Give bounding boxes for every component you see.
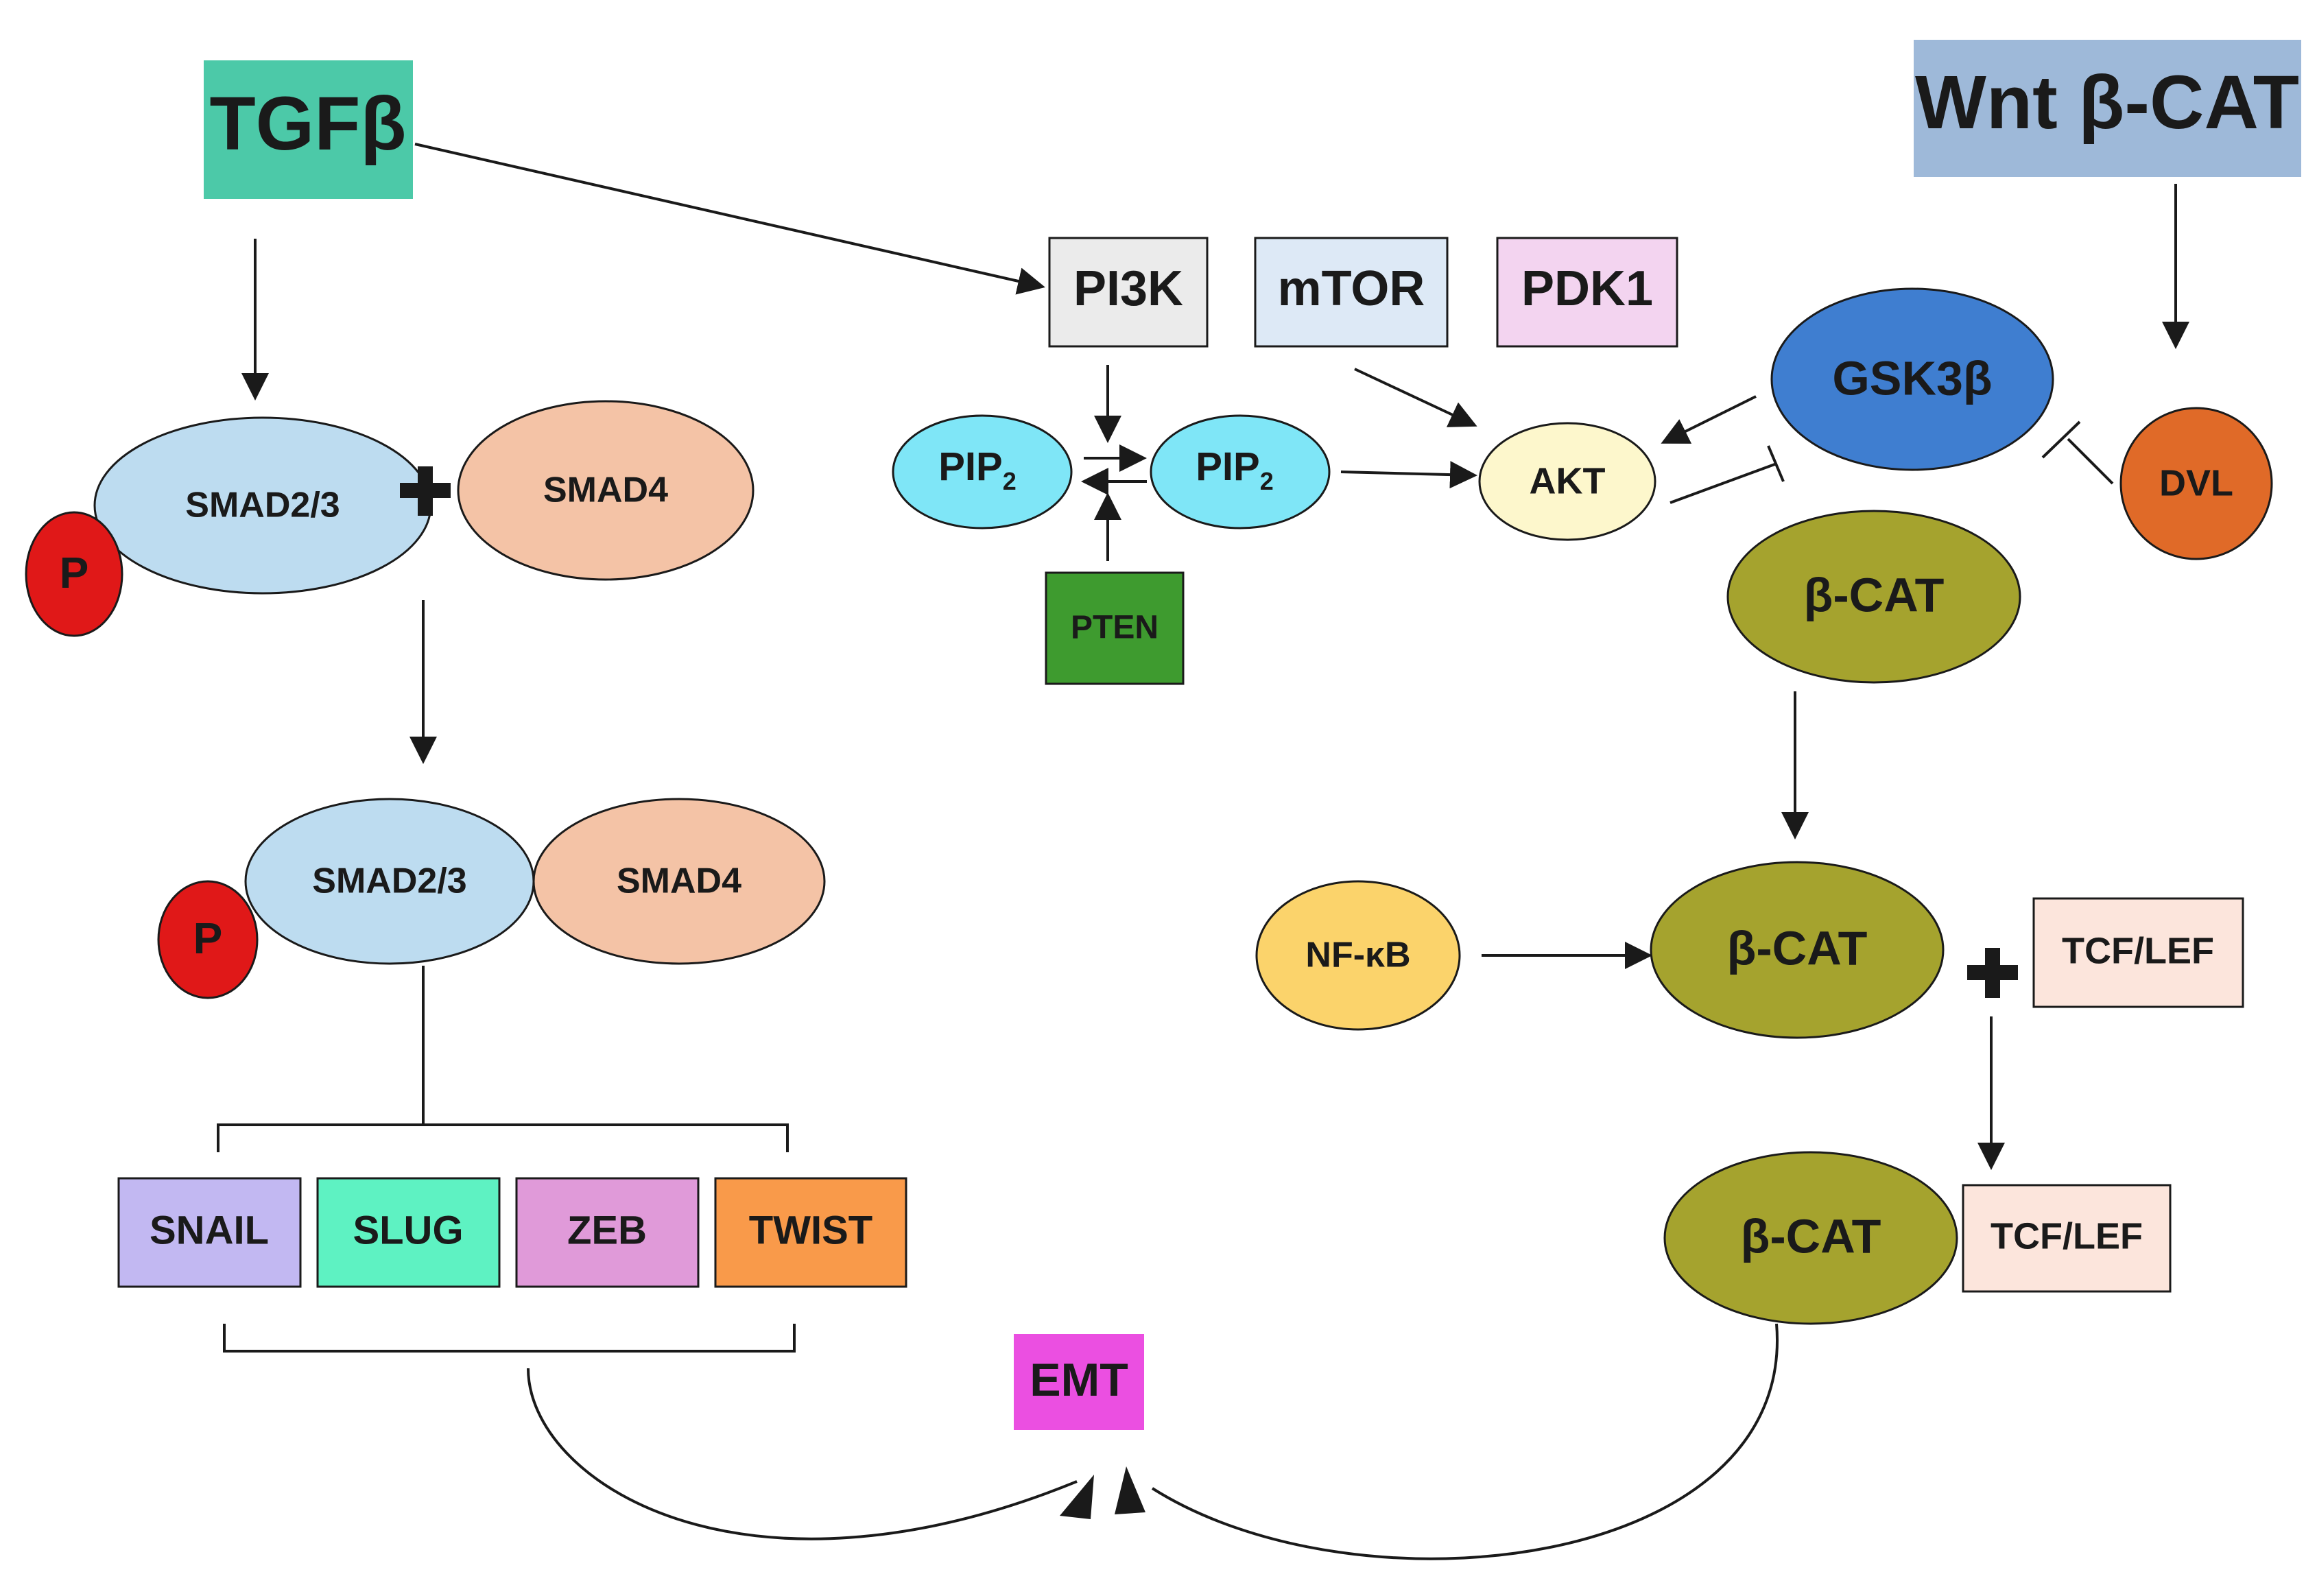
pip2-left-label: PIP (938, 444, 1003, 489)
dvl-node: DVL (2119, 407, 2273, 560)
smad4-top-label: SMAD4 (543, 471, 668, 510)
pi3k-node: PI3K (1048, 237, 1209, 348)
pi3k-label: PI3K (1073, 261, 1183, 316)
edge-transcription-factors-to-emt (527, 1368, 1078, 1540)
emt-node: EMT (1014, 1334, 1144, 1430)
snail-label: SNAIL (150, 1208, 269, 1252)
mtor-node: mTOR (1254, 237, 1449, 348)
twist-node: TWIST (714, 1177, 907, 1288)
svg-text:PIP2: PIP2 (1196, 444, 1274, 495)
bcat-middle-label: β-CAT (1727, 921, 1868, 975)
pip2-left-subscript: 2 (1003, 467, 1017, 495)
top-bracket (217, 1123, 789, 1152)
gsk3b-node: GSK3β (1770, 287, 2054, 471)
pip2-left-node: PIP2 (892, 414, 1073, 529)
edge-pip-to-akt (1340, 461, 1477, 489)
wnt-bcat-node: Wnt β-CAT (1914, 40, 2301, 177)
nfkb-node: NF-κB (1255, 880, 1461, 1031)
emt-arrowhead-left (1060, 1475, 1094, 1519)
gsk3b-label: GSK3β (1832, 351, 1992, 405)
phospho-top-label: P (60, 548, 89, 597)
bcat-tcflef-middle: β-CAT TCF/LEF (1650, 861, 2244, 1039)
edge-tgfb-to-pi3k (414, 143, 1045, 295)
pten-node: PTEN (1045, 571, 1185, 685)
wnt-bcat-label: Wnt β-CAT (1915, 60, 2299, 145)
pdk1-node: PDK1 (1496, 237, 1678, 348)
edge-dvl-inhibits-gsk3b-bar (2041, 420, 2081, 459)
bottom-bracket (223, 1324, 796, 1353)
pip2-right-label: PIP (1196, 444, 1260, 489)
zeb-label: ZEB (567, 1208, 647, 1252)
tcflef-middle-label: TCF/LEF (2062, 930, 2214, 971)
pip2-right-subscript: 2 (1260, 467, 1274, 495)
edge-bcat-complex-to-emt (1151, 1323, 1779, 1560)
plus-icon-right (1967, 948, 2018, 998)
dvl-label: DVL (2159, 462, 2233, 503)
nfkb-label: NF-κB (1305, 936, 1410, 975)
smad4-bottom-label: SMAD4 (617, 861, 741, 901)
plus-icon (400, 466, 451, 516)
edge-gsk3b-to-akt (1661, 395, 1757, 444)
emt-arrowhead-right (1115, 1466, 1145, 1514)
phospho-bottom-label: P (193, 914, 223, 963)
tgfb-node: TGFβ (204, 60, 413, 199)
edge-dvl-inhibits-gsk3b (2067, 438, 2114, 485)
zeb-node: ZEB (515, 1177, 700, 1288)
snail-node: SNAIL (117, 1177, 302, 1288)
bcat-bottom-label: β-CAT (1741, 1209, 1881, 1263)
akt-node: AKT (1478, 422, 1656, 541)
twist-label: TWIST (749, 1208, 872, 1252)
slug-node: SLUG (316, 1177, 501, 1288)
edges (217, 143, 2189, 1560)
emt-label: EMT (1030, 1354, 1128, 1406)
smad23-top-label: SMAD2/3 (185, 486, 340, 525)
tcflef-bottom-label: TCF/LEF (1991, 1215, 2143, 1256)
svg-text:PIP2: PIP2 (938, 444, 1017, 495)
pdk1-label: PDK1 (1521, 261, 1653, 316)
edge-akt-inhibits-bcat-bar (1767, 445, 1785, 482)
smad23-bottom-label: SMAD2/3 (312, 861, 466, 901)
edge-akt-inhibits-bcat (1670, 462, 1777, 504)
tgfb-label: TGFβ (209, 82, 406, 166)
edge-mtor-to-akt (1354, 368, 1477, 427)
bcat-top-label: β-CAT (1804, 568, 1945, 621)
slug-label: SLUG (353, 1208, 463, 1252)
pten-label: PTEN (1071, 610, 1158, 646)
smad-complex-bottom: SMAD2/3 SMAD4 P (157, 798, 826, 999)
mtor-label: mTOR (1278, 261, 1425, 316)
akt-label: AKT (1530, 460, 1606, 501)
bcat-node-top: β-CAT (1726, 510, 2021, 684)
bcat-tcflef-bottom: β-CAT TCF/LEF (1663, 1151, 2172, 1325)
smad-complex-top: SMAD2/3 SMAD4 P (25, 400, 754, 637)
pip2-right-node: PIP2 (1150, 414, 1331, 529)
